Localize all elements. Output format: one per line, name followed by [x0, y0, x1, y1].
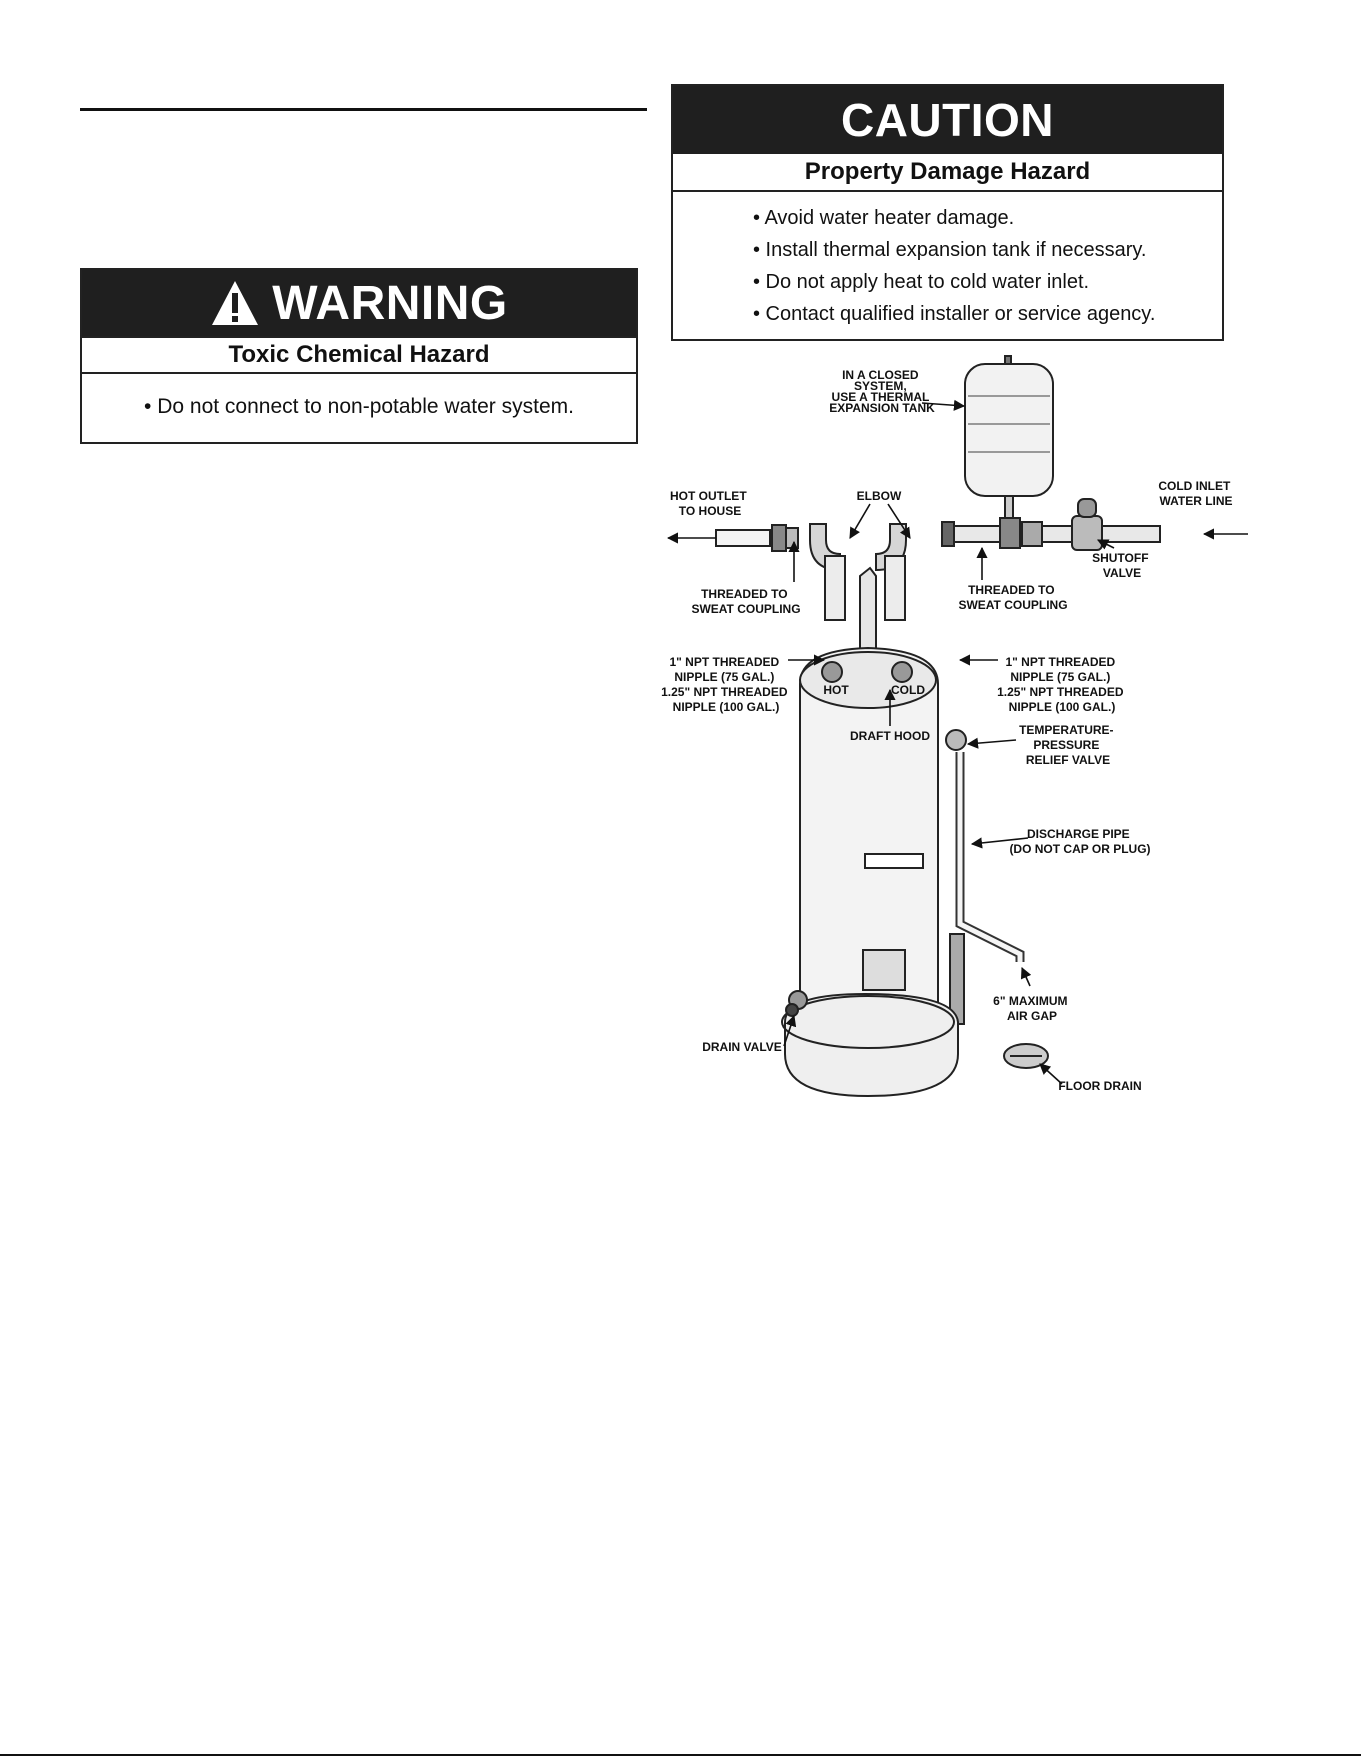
- label-floor-drain: FLOOR DRAIN: [1058, 1079, 1141, 1093]
- warning-hazard-title: Toxic Chemical Hazard: [82, 336, 636, 374]
- label-draft-hood: DRAFT HOOD: [850, 729, 930, 743]
- label-threaded-right: THREADED TO SWEAT COUPLING: [958, 583, 1067, 612]
- label-cold: COLD: [891, 683, 925, 697]
- label-nipple-right: 1" NPT THREADED NIPPLE (75 GAL.) 1.25" N…: [997, 655, 1127, 714]
- label-discharge-pipe: DISCHARGE PIPE (DO NOT CAP OR PLUG): [1009, 827, 1150, 856]
- hot-outlet-piping: [715, 524, 799, 552]
- section-rule: [80, 108, 647, 111]
- caution-header: CAUTION: [673, 86, 1222, 154]
- footer-rule: [0, 1754, 1361, 1756]
- caution-item: • Avoid water heater damage.: [753, 207, 1015, 229]
- caution-item: • Do not apply heat to cold water inlet.: [753, 271, 1090, 293]
- expansion-tank: [964, 355, 1054, 529]
- label-drain-valve: DRAIN VALVE: [702, 1040, 782, 1054]
- caution-hazard-title: Property Damage Hazard: [673, 154, 1222, 192]
- caution-item: • Install thermal expansion tank if nece…: [753, 239, 1147, 261]
- drain-valve: [785, 990, 808, 1017]
- label-hot: HOT: [823, 683, 849, 697]
- label-elbow: ELBOW: [857, 489, 902, 503]
- diagram-labels: IN A CLOSED SYSTEM, USE A THERMAL EXPANS…: [661, 368, 1233, 1093]
- label-threaded-left: THREADED TO SWEAT COUPLING: [691, 587, 800, 616]
- caution-item: • Contact qualified installer or service…: [753, 303, 1156, 325]
- warning-box: WARNING Toxic Chemical Hazard • Do not c…: [80, 268, 638, 444]
- leader-arrows: [666, 399, 1248, 1085]
- warning-triangle-icon: [212, 281, 259, 325]
- warning-signal-word: WARNING: [272, 276, 508, 330]
- caution-item-list: • Avoid water heater damage. • Install t…: [673, 192, 1222, 330]
- discharge-pipe: [945, 729, 1025, 962]
- drain-pan: [781, 992, 959, 1098]
- caution-box: CAUTION Property Damage Hazard • Avoid w…: [671, 84, 1224, 341]
- water-heater-tank: [799, 646, 965, 1071]
- label-closed-system: IN A CLOSED SYSTEM, USE A THERMAL EXPANS…: [829, 368, 935, 415]
- warning-item-list: • Do not connect to non-potable water sy…: [82, 374, 636, 419]
- label-tp-valve: TEMPERATURE- PRESSURE RELIEF VALVE: [1019, 723, 1117, 767]
- label-hot-outlet: HOT OUTLET TO HOUSE: [670, 489, 750, 518]
- warning-header: WARNING: [82, 270, 636, 336]
- warning-item: • Do not connect to non-potable water sy…: [144, 395, 574, 418]
- caution-signal-word: CAUTION: [840, 94, 1055, 146]
- cold-inlet-piping: [941, 498, 1161, 551]
- floor-drain: [1003, 1043, 1049, 1069]
- water-heater-installation-diagram: IN A CLOSED SYSTEM, USE A THERMAL EXPANS…: [661, 355, 1248, 1098]
- label-cold-inlet: COLD INLET WATER LINE: [1158, 479, 1233, 508]
- nipple-pipes: [824, 555, 906, 621]
- label-air-gap: 6" MAXIMUM AIR GAP: [993, 994, 1071, 1023]
- label-nipple-left: 1" NPT THREADED NIPPLE (75 GAL.) 1.25" N…: [661, 655, 791, 714]
- label-shutoff-valve: SHUTOFF VALVE: [1092, 551, 1152, 580]
